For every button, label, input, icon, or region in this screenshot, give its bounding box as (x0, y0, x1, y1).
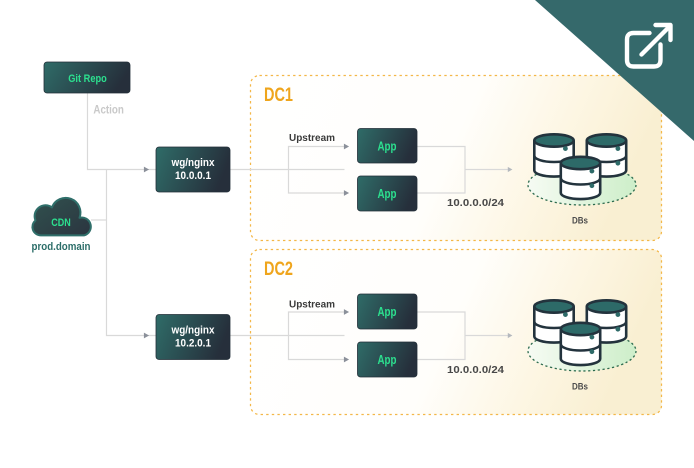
svg-text:Git Repo: Git Repo (68, 73, 107, 85)
svg-text:CDN: CDN (51, 217, 71, 229)
svg-text:App: App (378, 304, 397, 319)
svg-text:10.0.0.1: 10.0.0.1 (175, 170, 211, 182)
svg-text:10.0.0.0/24: 10.0.0.0/24 (447, 364, 504, 376)
svg-text:DBs: DBs (572, 382, 588, 393)
svg-text:DC1: DC1 (264, 85, 293, 106)
svg-text:wg/nginx: wg/nginx (171, 324, 216, 336)
svg-text:App: App (378, 352, 397, 367)
svg-text:App: App (378, 186, 397, 201)
svg-text:Action: Action (93, 102, 124, 116)
svg-text:Upstream: Upstream (289, 300, 335, 311)
svg-text:App: App (378, 138, 397, 153)
svg-text:10.2.0.1: 10.2.0.1 (175, 338, 211, 350)
svg-text:wg/nginx: wg/nginx (171, 157, 216, 169)
svg-text:10.0.0.0/24: 10.0.0.0/24 (447, 197, 504, 209)
svg-text:prod.domain: prod.domain (32, 241, 91, 253)
svg-text:DC2: DC2 (264, 259, 293, 280)
svg-text:DBs: DBs (572, 215, 588, 226)
svg-text:Upstream: Upstream (289, 133, 335, 144)
